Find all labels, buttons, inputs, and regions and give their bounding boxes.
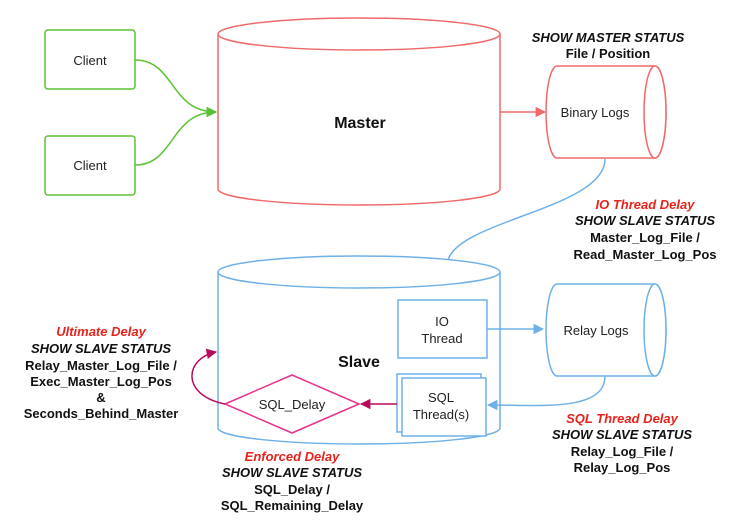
binary-logs-label: Binary Logs	[561, 105, 630, 120]
binary-logs-storage: Binary Logs	[545, 65, 667, 159]
sql-thread-delay-annotation: SQL Thread Delay SHOW SLAVE STATUS Relay…	[552, 411, 692, 475]
io-thread-delay-field1: Master_Log_File /	[590, 230, 700, 245]
sql-thread-delay-command: SHOW SLAVE STATUS	[552, 427, 692, 442]
client2-to-master-arrow	[134, 106, 218, 166]
relay-logs-to-sql-thread-arrow	[486, 375, 606, 411]
client-node-2: Client	[44, 135, 136, 196]
relay-logs-storage: Relay Logs	[545, 283, 667, 377]
sql-delay-to-slave-arrow	[191, 348, 226, 405]
io-thread-delay-command: SHOW SLAVE STATUS	[575, 213, 715, 228]
io-thread-label-line1: IO	[435, 314, 449, 329]
enforced-delay-field1: SQL_Delay /	[254, 482, 330, 497]
ultimate-delay-annotation: Ultimate Delay SHOW SLAVE STATUS Relay_M…	[24, 324, 179, 421]
io-thread-label-line2: Thread	[421, 331, 462, 346]
master-label: Master	[334, 115, 386, 132]
enforced-delay-annotation: Enforced Delay SHOW SLAVE STATUS SQL_Del…	[221, 449, 364, 513]
io-thread-node: IO Thread	[397, 299, 488, 359]
master-status-command: SHOW MASTER STATUS	[532, 30, 685, 45]
enforced-delay-field2: SQL_Remaining_Delay	[221, 498, 364, 513]
io-thread-delay-annotation: IO Thread Delay SHOW SLAVE STATUS Master…	[573, 197, 716, 262]
ultimate-delay-title: Ultimate Delay	[56, 324, 146, 339]
client1-to-master-arrow	[134, 59, 218, 118]
client-node-1: Client	[44, 29, 136, 90]
binary-logs-to-io-thread-arrow	[441, 158, 606, 298]
sql-thread-node: SQL Thread(s)	[396, 373, 487, 437]
master-status-annotation: SHOW MASTER STATUS File / Position	[532, 30, 685, 61]
slave-label: Slave	[338, 354, 380, 371]
enforced-delay-title: Enforced Delay	[245, 449, 340, 464]
sql-thread-delay-field2: Relay_Log_Pos	[574, 460, 671, 475]
sql-thread-delay-title: SQL Thread Delay	[566, 411, 679, 426]
io-thread-delay-field2: Read_Master_Log_Pos	[573, 247, 716, 262]
master-status-fields: File / Position	[566, 46, 651, 61]
sql-thread-label-line1: SQL	[428, 390, 454, 405]
sql-delay-node: SQL_Delay	[223, 374, 361, 434]
sql-thread-label-line2: Thread(s)	[413, 407, 469, 422]
ultimate-delay-ampersand: &	[96, 390, 105, 405]
client-label-2: Client	[73, 158, 107, 173]
sql-delay-label: SQL_Delay	[259, 397, 326, 412]
ultimate-delay-field3: Seconds_Behind_Master	[24, 406, 179, 421]
ultimate-delay-field2: Exec_Master_Log_Pos	[30, 374, 172, 389]
ultimate-delay-command: SHOW SLAVE STATUS	[31, 341, 171, 356]
sql-thread-delay-field1: Relay_Log_File /	[571, 444, 674, 459]
enforced-delay-command: SHOW SLAVE STATUS	[222, 465, 362, 480]
io-thread-delay-title: IO Thread Delay	[596, 197, 696, 212]
client-label-1: Client	[73, 53, 107, 68]
relay-logs-label: Relay Logs	[563, 323, 629, 338]
master-database: Master	[217, 17, 501, 206]
ultimate-delay-field1: Relay_Master_Log_File /	[25, 358, 177, 373]
